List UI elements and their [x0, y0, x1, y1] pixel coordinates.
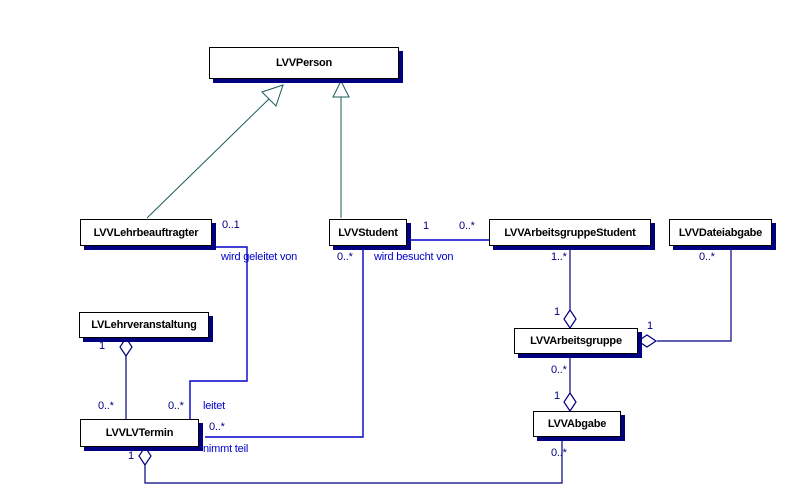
multiplicity-arbeitsgruppe-top-1: 1: [554, 306, 560, 318]
multiplicity-arbeitsgruppestudent-1-n: 1..*: [551, 251, 567, 263]
multiplicity-arbeitsgruppe-bottom-0-n: 0..*: [551, 364, 567, 376]
class-box-lvvabgabe[interactable]: LVVAbgabe: [533, 411, 621, 437]
multiplicity-dateiabgabe-0-n: 0..*: [699, 251, 715, 263]
class-name-lvvabgabe: LVVAbgabe: [547, 418, 607, 430]
role-label-nimmt-teil: nimmt teil: [203, 443, 249, 455]
multiplicity-lehrbeauftragter-0-1: 0..1: [222, 219, 240, 231]
role-label-leitet: leitet: [203, 400, 226, 412]
class-box-lvvarbeitsgruppe[interactable]: LVVArbeitsgruppe: [514, 328, 638, 354]
aggregation-dateiabgabe-arbeitsgruppe[interactable]: [636, 247, 732, 348]
multiplicity-abgabe-top-1: 1: [554, 390, 560, 402]
class-name-lvvstudent: LVVStudent: [338, 226, 398, 239]
multiplicity-student-1: 1: [423, 220, 429, 232]
class-name-lvvarbeitsgruppestudent: LVVArbeitsgruppeStudent: [504, 226, 636, 239]
multiplicity-student-0-n: 0..*: [337, 251, 353, 263]
class-name-lvvdateiabgabe: LVVDateiabgabe: [678, 226, 763, 239]
class-box-lvvperson[interactable]: LVVPerson: [209, 47, 399, 79]
multiplicity-lvtermin-left-0-n: 0..*: [98, 400, 114, 412]
class-name-lvvarbeitsgruppe: LVVArbeitsgruppe: [530, 335, 622, 347]
class-name-lvlehrveranstaltung: LVLehrveranstaltung: [91, 319, 197, 331]
generalization-lehrbeauftragter-person[interactable]: [146, 84, 284, 219]
multiplicity-abgabe-bottom-0-n: 0..*: [551, 447, 567, 459]
aggregation-lvtermin-abgabe[interactable]: [138, 438, 563, 484]
class-box-lvvstudent[interactable]: LVVStudent: [329, 219, 407, 246]
role-label-wird-besucht-von: wird besucht von: [374, 251, 454, 263]
aggregation-lehrveranstaltung-lvtermin[interactable]: [119, 336, 133, 419]
generalization-student-person[interactable]: [332, 79, 350, 218]
class-box-lvvlehrbeauftragter[interactable]: LVVLehrbeauftragter: [80, 219, 212, 246]
class-name-lvvperson: LVVPerson: [275, 57, 333, 69]
class-box-lvvarbeitsgruppestudent[interactable]: LVVArbeitsgruppeStudent: [489, 219, 651, 246]
multiplicity-lvtermin-bottom-1: 1: [128, 450, 134, 462]
class-box-lvlehrveranstaltung[interactable]: LVLehrveranstaltung: [79, 312, 209, 338]
multiplicity-arbeitsgruppestudent-0-n: 0..*: [459, 220, 475, 232]
class-box-lvvlvtermin[interactable]: LVVLVTermin: [80, 419, 199, 447]
class-box-lvvdateiabgabe[interactable]: LVVDateiabgabe: [669, 219, 772, 246]
multiplicity-lehrveranstaltung-1: 1: [99, 340, 105, 352]
class-name-lvvlvtermin: LVVLVTermin: [105, 427, 174, 439]
aggregation-arbeitsgruppestudent-arbeitsgruppe[interactable]: [563, 247, 577, 330]
multiplicity-lvtermin-right-0-n: 0..*: [209, 421, 225, 433]
role-label-wird-geleitet-von: wird geleitet von: [221, 251, 298, 263]
association-student-lvtermin[interactable]: [205, 247, 364, 438]
class-name-lvvlehrbeauftragter: LVVLehrbeauftragter: [93, 226, 199, 239]
multiplicity-arbeitsgruppe-right-1: 1: [647, 320, 653, 332]
multiplicity-lvtermin-mid-0-n: 0..*: [168, 400, 184, 412]
association-lehrbeauftragter-lvtermin[interactable]: [189, 246, 248, 419]
